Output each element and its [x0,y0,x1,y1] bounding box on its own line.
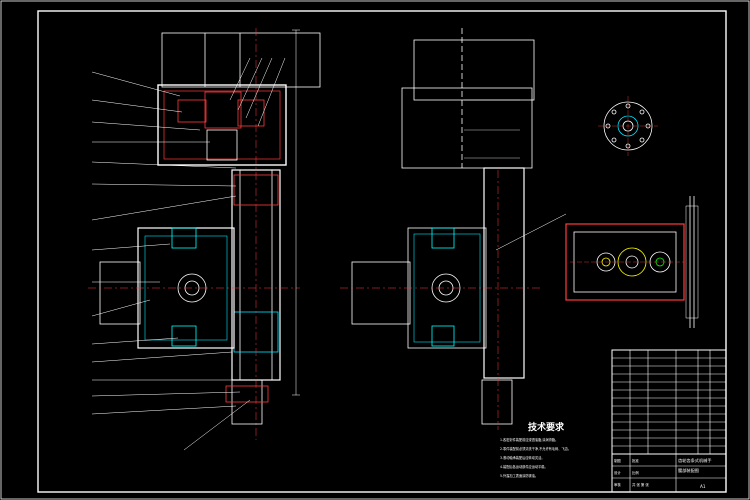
tb-row-2: 设计 [614,470,621,475]
leader-lines-front [91,57,286,451]
flange-view [598,96,658,156]
tech-req-line-2: 2.零件装配前必须清洗干净,不允许有毛刺、飞边。 [500,446,571,451]
tb-row-4: 批准 [632,458,639,463]
side-view [340,28,540,430]
tb-row-1: 制图 [614,458,621,463]
tech-req-line-5: 5.外露加工表面涂防锈油。 [500,473,538,478]
tech-req-line-1: 1.各密封件装配前应浸透油脂,涂润滑脂。 [500,437,558,442]
tb-row-6: 共 张 第 张 [632,482,649,487]
title-block-text: 齿轮齿条式机械手 腰部装配图 A1 制图 设计 审核 批准 比例 共 张 第 张 [614,457,712,489]
sheet-label: A1 [700,484,706,489]
technical-requirements: 技术要求 1.各密封件装配前应浸透油脂,涂润滑脂。 2.零件装配前必须清洗干净,… [500,421,571,478]
front-view [88,28,321,440]
tb-row-3: 审核 [614,482,621,487]
tb-row-5: 比例 [632,470,639,475]
drawing-name: 齿轮齿条式机械手 [678,457,712,464]
gear-section-view [565,196,699,328]
tech-req-line-3: 3.滚动轴承装配后应转动灵活。 [500,455,544,460]
leader-line-side [495,213,567,251]
tech-req-line-4: 4.装配后各运动部件应运动平稳。 [500,464,548,469]
title-block [611,349,727,493]
tech-req-title: 技术要求 [528,421,565,433]
drawing-name-2: 腰部装配图 [678,467,699,474]
